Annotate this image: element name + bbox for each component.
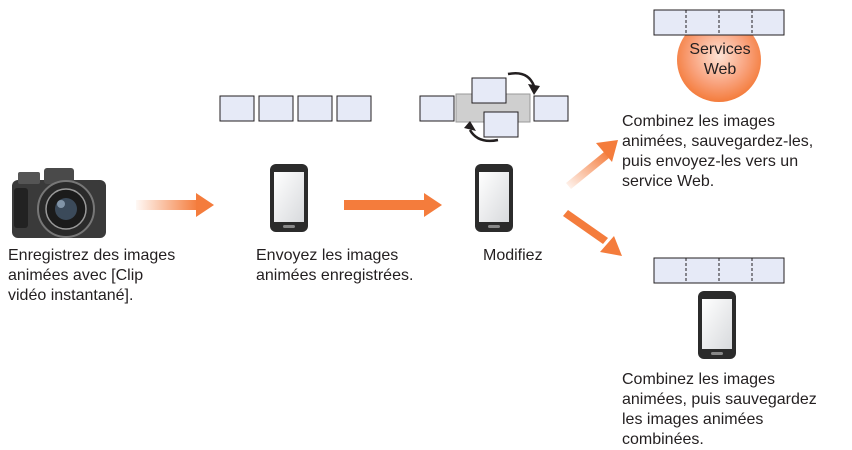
record-step-text: Enregistrez des images animées avec [Cli…: [8, 247, 176, 304]
combine-web-text: Combinez les images animées, sauvegardez…: [622, 113, 814, 190]
arrow-right-icon: [136, 193, 214, 217]
combine-save-text: Combinez les images animées, puis sauveg…: [622, 371, 817, 448]
frame-strip-web: [653, 9, 785, 36]
web-service-icon: [677, 18, 761, 102]
web-service-label: Services Web: [689, 41, 751, 78]
send-step-text: Envoyez les images animées enregistrées.: [256, 247, 414, 284]
smartphone-icon: [698, 291, 736, 359]
smartphone-icon: [475, 164, 513, 232]
camera-icon: [12, 168, 106, 238]
arrow-right-icon: [344, 193, 442, 217]
smartphone-icon: [270, 164, 308, 232]
frame-strip-edit: [419, 77, 569, 138]
frame-strip-send: [219, 95, 372, 122]
rotate-arrows-icon: [464, 72, 540, 143]
edit-step-text: Modifiez: [483, 247, 543, 264]
frame-strip-save: [653, 257, 785, 284]
arrow-down-right-icon: [563, 210, 622, 256]
arrow-up-right-icon: [566, 140, 618, 189]
